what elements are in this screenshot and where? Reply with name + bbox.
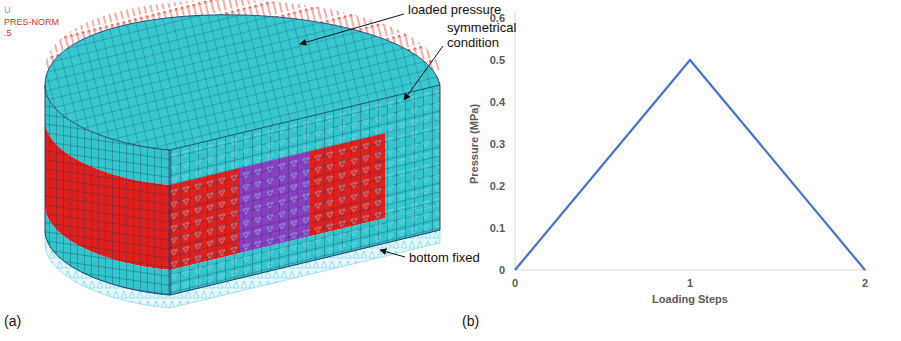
annotation: bottom fixed — [409, 250, 480, 265]
y-axis — [515, 12, 516, 270]
axis-tick: 0.4 — [490, 96, 505, 108]
leader-line — [300, 14, 404, 44]
axis-tick: 0.2 — [490, 180, 505, 192]
axis-tick: 1 — [687, 277, 693, 289]
axis-tick: 0.3 — [490, 138, 505, 150]
axis-tick: 0.1 — [490, 222, 505, 234]
panel-label: (a) — [4, 313, 21, 329]
panel-label: (b) — [462, 313, 479, 329]
axis-tick: 2 — [862, 277, 868, 289]
top-face-mesh — [45, 15, 440, 150]
axis-tick: 0 — [512, 277, 518, 289]
fe-model — [45, 0, 440, 308]
legend-value: .5 — [4, 28, 12, 38]
annotation: loaded pressure — [408, 2, 501, 17]
axis-tick: 0 — [499, 264, 505, 276]
top-face — [45, 15, 440, 150]
axis-tick: 0.5 — [490, 54, 505, 66]
legend-heading: U — [4, 5, 11, 15]
axis-tick: 0.6 — [490, 12, 505, 24]
loading-chart — [515, 12, 868, 270]
annotation: symmetrical condition — [447, 20, 535, 50]
pressure-line — [515, 60, 865, 270]
x-axis — [515, 270, 868, 271]
model-outline — [45, 85, 440, 295]
legend-heading: PRES-NORM — [4, 17, 59, 27]
axis-title: Loading Steps — [652, 293, 728, 305]
axis-title: Pressure (MPa) — [468, 104, 480, 184]
leader-line — [404, 46, 443, 100]
leader-line — [380, 250, 405, 257]
